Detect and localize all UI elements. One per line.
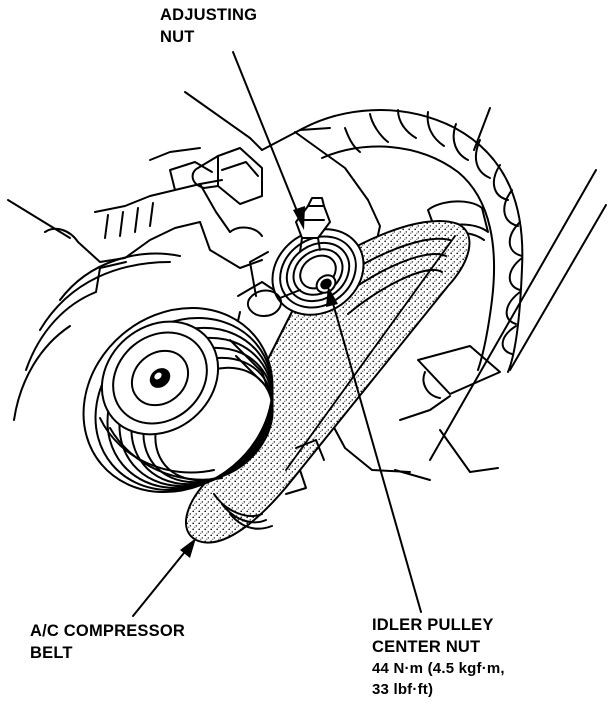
idler-pulley-label-line1: IDLER PULLEY xyxy=(372,616,494,634)
idler-pulley-label-line2: CENTER NUT xyxy=(372,638,481,656)
upper-bolt xyxy=(191,147,263,205)
belt-leader xyxy=(132,547,189,617)
coolant-hose xyxy=(299,109,524,399)
adjusting-nut-label-line1: ADJUSTING xyxy=(160,6,258,24)
adjusting-nut-leader xyxy=(232,51,300,217)
arrowheads xyxy=(180,206,338,558)
ac-compressor-belt-label-line2: BELT xyxy=(30,644,73,662)
adjusting-nut-arrow xyxy=(293,206,305,230)
adjusting-nut-label: ADJUSTING NUT xyxy=(160,4,257,48)
ac-compressor-belt-label-line1: A/C COMPRESSOR xyxy=(30,622,185,640)
ac-compressor-belt-label: A/C COMPRESSOR BELT xyxy=(30,620,185,664)
compressor-body xyxy=(13,251,325,495)
idler-pulley-center-nut-label: IDLER PULLEY CENTER NUT 44 N·m (4.5 kgf·… xyxy=(372,614,505,700)
adjusting-nut-label-line2: NUT xyxy=(160,28,195,46)
ac-compressor-pulley xyxy=(82,306,274,494)
torque-spec-line2: 33 lbf·ft) xyxy=(372,681,434,698)
belt-arrow xyxy=(180,538,196,558)
idler-nut-leader xyxy=(331,299,422,613)
torque-spec-line1: 44 N·m (4.5 kgf·m, xyxy=(372,660,505,677)
idler-nut-arrow xyxy=(326,286,338,307)
leader-lines xyxy=(132,51,422,617)
